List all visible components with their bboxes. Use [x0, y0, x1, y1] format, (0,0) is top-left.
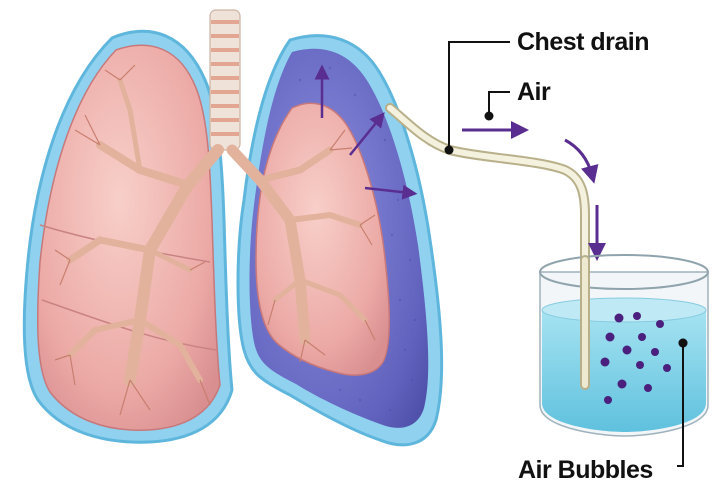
air-bubbles-label: Air Bubbles	[518, 458, 653, 483]
bubble-icon	[656, 320, 664, 328]
bubble-icon	[601, 358, 610, 367]
chest-drain-leader-dot	[445, 146, 454, 155]
bubble-icon	[663, 364, 671, 372]
air-leader-dot	[485, 112, 494, 121]
bubble-icon	[638, 333, 646, 341]
bubble-icon	[636, 361, 644, 369]
chest-drain-leader	[449, 42, 510, 150]
bubble-icon	[604, 396, 612, 404]
bubble-icon	[623, 346, 632, 355]
bubble-icon	[633, 312, 641, 320]
bubble-icon	[615, 314, 624, 323]
bubble-icon	[644, 384, 652, 392]
bubble-icon	[606, 333, 615, 342]
air-bubbles-leader-dot	[679, 339, 688, 348]
air-label: Air	[517, 80, 550, 105]
water	[542, 310, 706, 432]
water-surface	[542, 298, 706, 322]
tube-airflow-arrows	[462, 130, 597, 252]
chest-drain-label: Chest drain	[517, 30, 649, 55]
bubble-icon	[651, 348, 659, 356]
bubble-icon	[618, 380, 627, 389]
air-leader	[489, 92, 510, 116]
trachea	[210, 10, 240, 150]
